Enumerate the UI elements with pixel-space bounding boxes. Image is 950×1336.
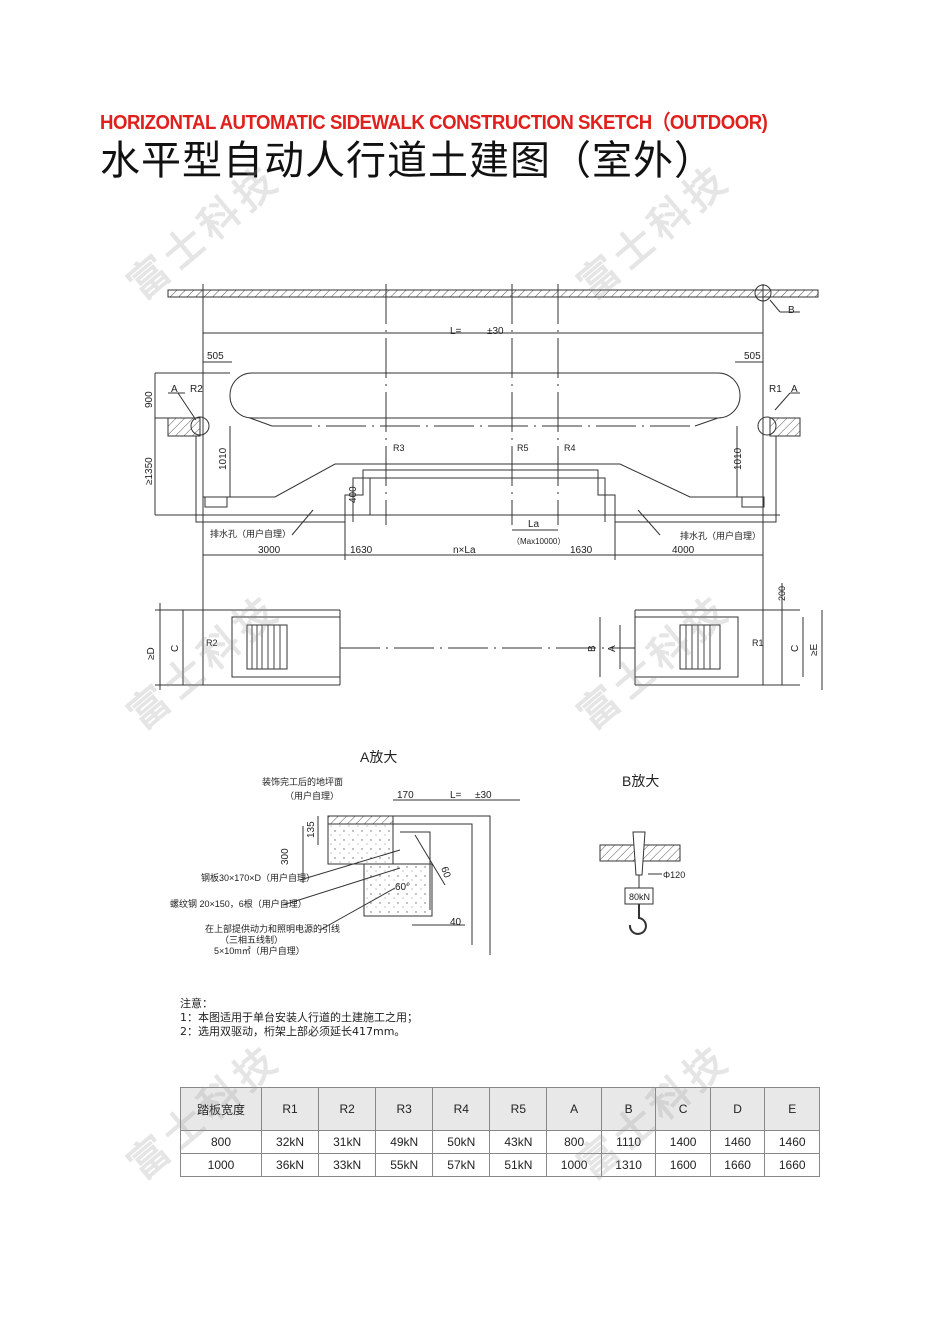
- detail-a: A放大 装饰完工后的地坪面 （用户自理） 170 L= ±30 135 300 …: [170, 749, 520, 956]
- cell: 43kN: [489, 1130, 548, 1154]
- title-chinese: 水平型自动人行道土建图（室外）: [100, 138, 715, 184]
- notes: 注意： 1：本图适用于单台安装人行道的土建施工之用； 2：选用双驱动，桁架上部必…: [180, 997, 418, 1039]
- header-r1: R1: [260, 1087, 320, 1131]
- drain-hole-left: 排水孔（用户自理）: [210, 528, 291, 539]
- elevation-view: L= ±30 505 505 R2 R1 A A B R3 R5 R4 900 …: [144, 284, 819, 560]
- dim-1630-left: 1630: [350, 545, 373, 556]
- plan-dim-a: A: [607, 645, 618, 652]
- detail-b: B放大 Φ120 80kN: [599, 773, 685, 935]
- cell: 1000: [546, 1153, 602, 1177]
- cell: 32kN: [260, 1130, 320, 1154]
- reaction-r2: R2: [190, 384, 203, 395]
- plan-dim-c-left: C: [170, 645, 181, 652]
- detail-a-cable-1: 在上部提供动力和照明电源的引线: [205, 923, 340, 934]
- note-item: 2：选用双驱动，桁架上部必须延长417mm。: [180, 1025, 406, 1038]
- detail-b-diameter: Φ120: [663, 870, 685, 880]
- header-e: E: [764, 1087, 820, 1131]
- detail-a-dim-40: 40: [450, 917, 462, 928]
- detail-a-dim-135: 135: [306, 821, 317, 838]
- cell: 1600: [655, 1153, 711, 1177]
- reaction-r1: R1: [769, 384, 782, 395]
- cell: 55kN: [375, 1153, 434, 1177]
- detail-a-title: A放大: [360, 749, 397, 765]
- length-tolerance: ±30: [487, 326, 504, 337]
- reaction-r5: R5: [517, 443, 529, 453]
- cell: 1460: [709, 1130, 766, 1154]
- cell: 57kN: [432, 1153, 491, 1177]
- cell: 33kN: [318, 1153, 377, 1177]
- cell: 1660: [709, 1153, 766, 1177]
- detail-a-dim-60: 60: [438, 865, 452, 880]
- dim-1630-right: 1630: [570, 545, 593, 556]
- cell: 1310: [600, 1153, 657, 1177]
- dim-1010-right: 1010: [733, 447, 744, 470]
- header-r5: R5: [489, 1087, 548, 1131]
- detail-b-title: B放大: [622, 773, 659, 789]
- header-c: C: [655, 1087, 711, 1131]
- cell: 49kN: [375, 1130, 434, 1154]
- dim-3000: 3000: [258, 545, 281, 556]
- detail-a-floor-note: 装饰完工后的地坪面: [262, 776, 343, 787]
- detail-a-cable-2: （三相五线制）: [220, 934, 283, 945]
- detail-a-angle: 60°: [395, 882, 410, 893]
- detail-a-tolerance: ±30: [475, 790, 492, 801]
- plan-r2: R2: [206, 638, 218, 648]
- dim-1350: ≥1350: [144, 457, 155, 485]
- cell: 1660: [764, 1153, 820, 1177]
- length-label: L=: [450, 326, 462, 337]
- reaction-r4: R4: [564, 443, 576, 453]
- dim-900: 900: [144, 391, 155, 408]
- detail-a-floor-note-2: （用户自理）: [285, 790, 339, 801]
- plan-dim-d: ≥D: [146, 647, 157, 660]
- header-r2: R2: [318, 1087, 377, 1131]
- detail-a-marker-left: A: [171, 384, 178, 395]
- header-r3: R3: [375, 1087, 434, 1131]
- cell: 36kN: [260, 1153, 320, 1177]
- span-la: La: [528, 519, 540, 530]
- header-a: A: [546, 1087, 602, 1131]
- detail-b-marker: B: [788, 305, 795, 316]
- notes-heading: 注意：: [180, 997, 213, 1010]
- dim-1010-left: 1010: [218, 447, 229, 470]
- cell: 1400: [655, 1130, 711, 1154]
- cell: 1460: [764, 1130, 820, 1154]
- header-b: B: [600, 1087, 657, 1131]
- detail-a-dim-170: 170: [397, 790, 414, 801]
- drain-hole-right: 排水孔（用户自理）: [680, 530, 761, 541]
- detail-b-load: 80kN: [629, 892, 650, 902]
- dim-505-left: 505: [207, 351, 224, 362]
- header-r4: R4: [432, 1087, 491, 1131]
- dim-4000: 4000: [672, 545, 695, 556]
- reaction-r3: R3: [393, 443, 405, 453]
- cell: 51kN: [489, 1153, 548, 1177]
- detail-a-steel-plate: 钢板30×170×D（用户自理）: [201, 872, 315, 883]
- detail-a-marker-right: A: [791, 384, 798, 395]
- detail-a-dim-300: 300: [280, 848, 291, 865]
- cell: 800: [546, 1130, 602, 1154]
- plan-view: ≥D C R2 B A R1 C ≥E 200: [146, 560, 823, 690]
- dim-n-la: n×La: [453, 545, 476, 556]
- dim-505-right: 505: [744, 351, 761, 362]
- title-english: HORIZONTAL AUTOMATIC SIDEWALK CONSTRUCTI…: [100, 112, 768, 134]
- detail-a-rebar: 螺纹钢 20×150，6根（用户自理）: [170, 898, 307, 909]
- cell: 50kN: [432, 1130, 491, 1154]
- cell: 31kN: [318, 1130, 377, 1154]
- plan-dim-c-right: C: [790, 645, 801, 652]
- table-header-row: 踏板宽度 R1 R2 R3 R4 R5 A B C D E: [180, 1087, 820, 1131]
- header-d: D: [709, 1087, 766, 1131]
- note-item: 1：本图适用于单台安装人行道的土建施工之用；: [180, 1011, 418, 1024]
- dim-400: 400: [348, 486, 359, 503]
- plan-r1: R1: [752, 638, 764, 648]
- detail-a-cable-3: 5×10m㎡（用户自理）: [214, 945, 305, 956]
- plan-dim-e: ≥E: [809, 644, 820, 656]
- detail-a-length: L=: [450, 790, 462, 801]
- plan-dim-200: 200: [777, 586, 787, 601]
- span-la-max: （Max10000）: [512, 537, 565, 546]
- cell: 1000: [180, 1153, 262, 1177]
- plan-dim-b: B: [587, 645, 598, 652]
